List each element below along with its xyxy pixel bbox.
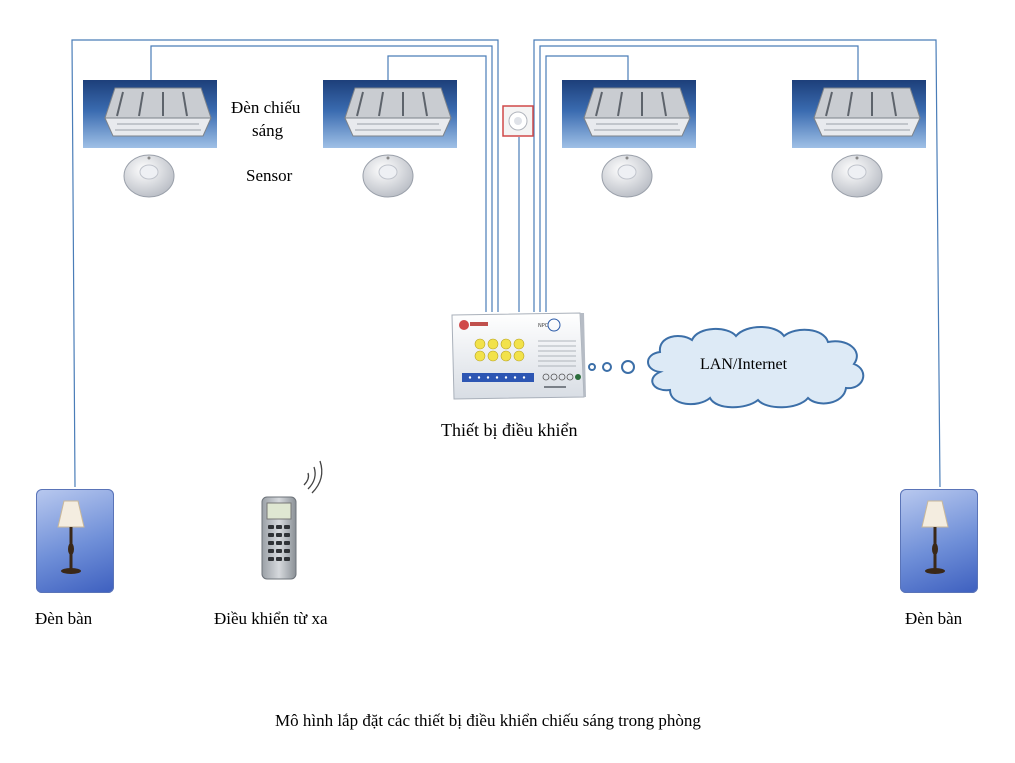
table-lamp-right xyxy=(900,489,978,593)
center-sensor-icon xyxy=(502,105,534,137)
wire-light-4 xyxy=(539,45,859,312)
table-lamp-icon xyxy=(57,500,85,574)
fluorescent-panel-icon xyxy=(104,87,212,137)
cloud-icon xyxy=(647,326,865,409)
motion-sensor-icon xyxy=(601,154,653,198)
motion-sensor-icon xyxy=(362,154,414,198)
ceiling-light-4 xyxy=(792,80,926,148)
network-label: LAN/Internet xyxy=(700,356,788,373)
wire-light-2 xyxy=(387,55,487,312)
fluorescent-panel-icon xyxy=(344,87,452,137)
sensor-label: Sensor xyxy=(246,166,293,185)
motion-sensor-icon xyxy=(123,154,175,198)
wire-light-1 xyxy=(150,45,493,312)
controller-label: Thiết bị điều khiển xyxy=(441,420,578,440)
controller-unit-icon: NPC xyxy=(451,312,586,400)
ceiling-light-2 xyxy=(323,80,457,148)
connection-dots xyxy=(588,360,635,374)
motion-sensor-icon xyxy=(831,154,883,198)
ceiling-light-1 xyxy=(83,80,217,148)
ceiling-light-3 xyxy=(562,80,696,148)
table-lamp-right-label: Đèn bàn xyxy=(905,609,963,628)
fluorescent-panel-icon xyxy=(583,87,691,137)
svg-text:NPC: NPC xyxy=(538,323,549,329)
diagram-caption: Mô hình lắp đặt các thiết bị điều khiển … xyxy=(275,711,701,730)
table-lamp-icon xyxy=(921,500,949,574)
ceiling-light-label-line2: sáng xyxy=(252,121,284,140)
table-lamp-left-label: Đèn bàn xyxy=(35,609,93,628)
wire-light-3 xyxy=(545,55,629,312)
fluorescent-panel-icon xyxy=(813,87,921,137)
table-lamp-left xyxy=(36,489,114,593)
ceiling-light-label-line1: Đèn chiếu xyxy=(231,98,301,117)
remote-label: Điều khiển từ xa xyxy=(214,609,328,628)
wire-left-lamp xyxy=(71,39,499,488)
wire-right-lamp xyxy=(533,39,941,488)
remote-control-icon xyxy=(261,460,323,580)
